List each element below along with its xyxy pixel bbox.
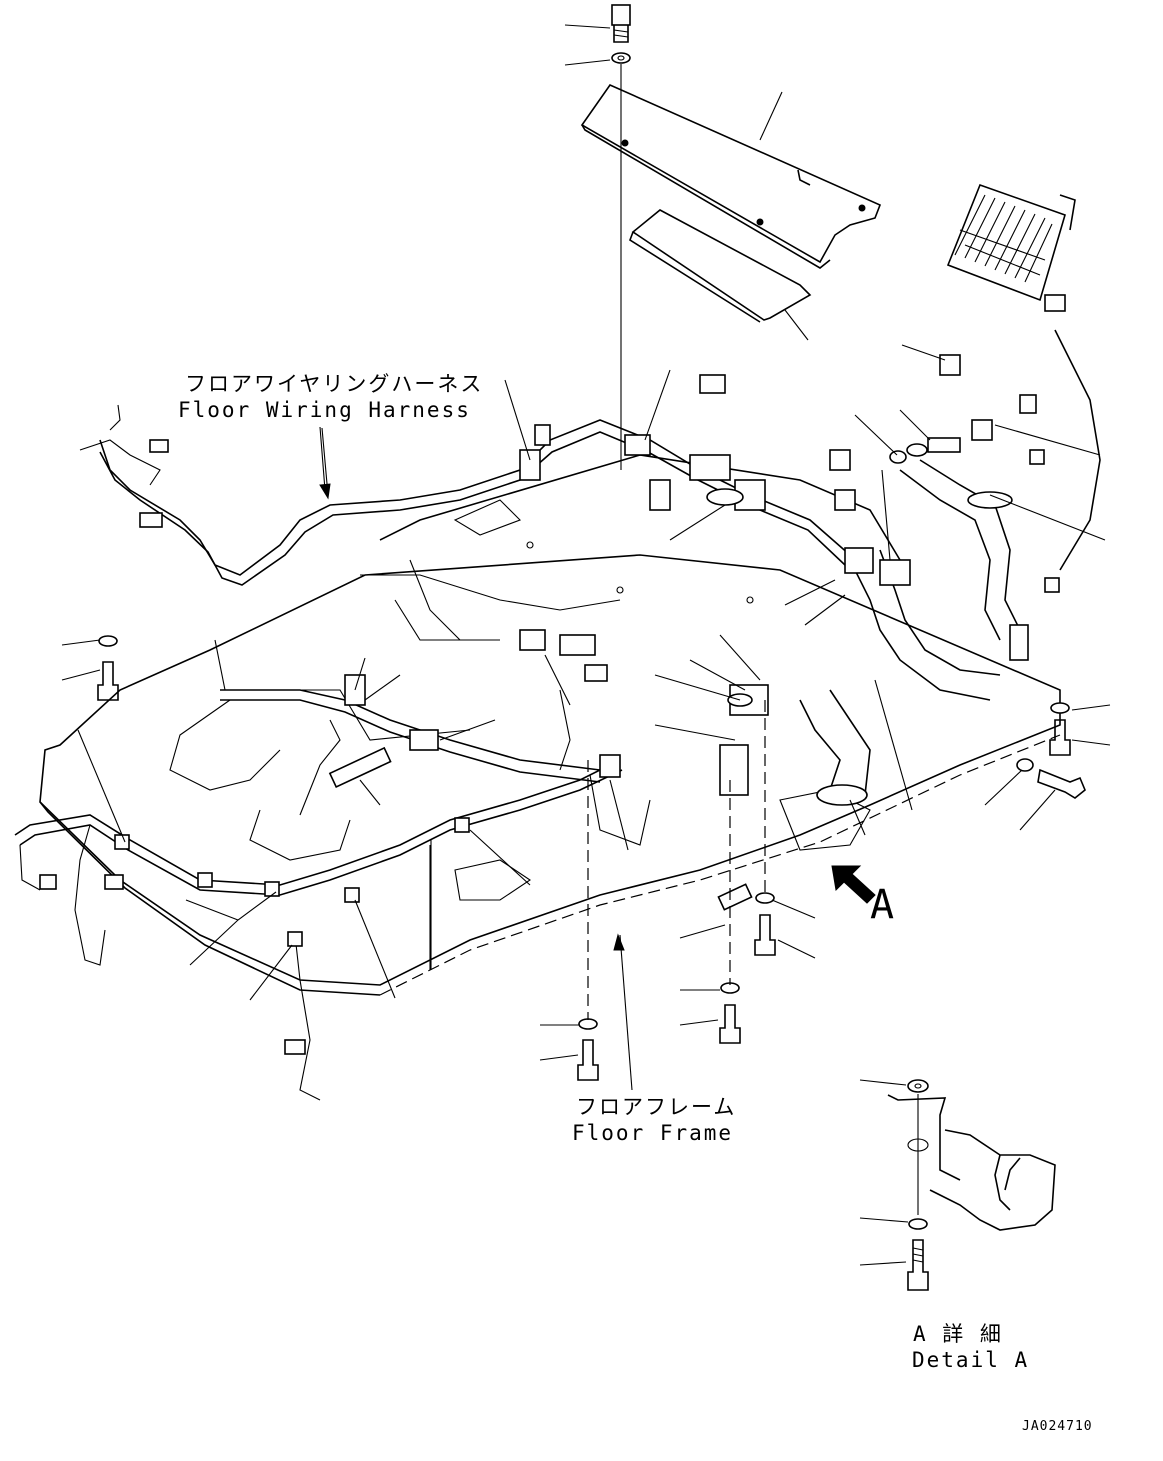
view-arrow-label: A	[870, 882, 895, 928]
floor-frame-plate	[39, 554, 1061, 996]
cover-panel	[580, 84, 882, 269]
top-bolt	[611, 4, 631, 470]
drawing-number: JA024710	[1022, 1419, 1093, 1434]
view-arrow	[831, 865, 876, 904]
cover-plate-lower	[629, 209, 812, 323]
central-connectors	[519, 294, 1066, 911]
floor-wiring-harness-label-en: Floor Wiring Harness	[178, 398, 471, 422]
clip	[114, 834, 130, 850]
leader-lines	[61, 24, 1111, 1266]
floor-frame-label-en: Floor Frame	[572, 1121, 734, 1145]
floor-frame-label-jp: フロアフレーム	[576, 1095, 737, 1119]
fuse-box	[946, 183, 1076, 302]
floor-wiring-harness-label-jp: フロアワイヤリングハーネス	[185, 372, 484, 396]
fastener-set	[97, 450, 1086, 1081]
detail-a-label-en: Detail A	[912, 1348, 1030, 1372]
detail-a-label-jp: A 詳 細	[913, 1322, 1003, 1346]
detail-a	[887, 1079, 1056, 1291]
